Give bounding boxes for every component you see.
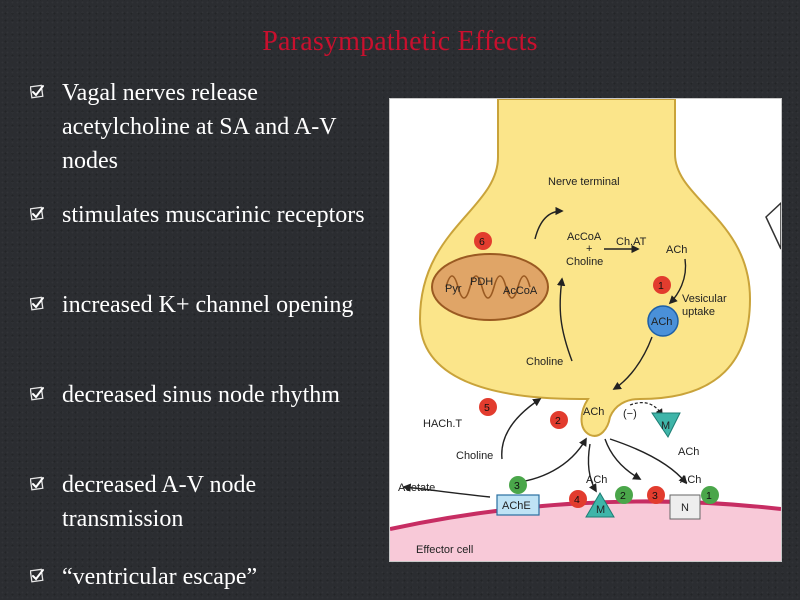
choline-top-label: Choline <box>566 256 603 268</box>
mito-accoa-label: AcCoA <box>503 285 538 297</box>
post-m-label: M <box>596 504 605 516</box>
step-1-badge: 1 <box>658 280 664 292</box>
step-2-badge: 2 <box>555 415 561 427</box>
bullet-text: decreased A-V node transmission <box>62 472 257 532</box>
hacht-label: HACh.T <box>423 418 462 430</box>
accoa-label: AcCoA <box>567 231 602 243</box>
step-3-badge: 3 <box>652 490 658 502</box>
nicotinic-receptor <box>669 494 701 520</box>
step-1-badge: 1 <box>706 490 712 502</box>
uptake-label: uptake <box>682 306 715 318</box>
checkbox-bullet-icon <box>30 296 44 311</box>
arrow-fragment-icon <box>765 201 781 250</box>
step-2-badge: 2 <box>620 490 626 502</box>
negative-feedback-label: (−) <box>623 408 637 420</box>
slide-title: Parasympathetic Effects <box>262 26 538 57</box>
step-5-badge: 5 <box>484 402 490 414</box>
checkbox-bullet-icon <box>30 206 44 221</box>
choline-mid-label: Choline <box>526 356 563 368</box>
release-ach-label: ACh <box>583 406 604 418</box>
mitochondrion <box>431 253 549 321</box>
ache-enzyme <box>496 494 540 516</box>
bullet-text: increased K+ channel opening <box>62 292 354 318</box>
pdh-label: PDH <box>470 276 493 288</box>
step-6-badge: 6 <box>479 236 485 248</box>
bullet-text: “ventricular escape” <box>62 564 258 590</box>
cholinergic-synapse-figure: Nerve terminal AcCoA + Choline Ch.AT ACh… <box>389 98 782 562</box>
nerve-terminal <box>418 99 752 437</box>
effector-cell-label: Effector cell <box>416 544 473 556</box>
post-n-label: N <box>681 502 689 514</box>
bullet-text: decreased sinus node rhythm <box>62 382 340 408</box>
bullet-list: Vagal nerves release acetylcholine at SA… <box>0 0 380 600</box>
ach-top-label: ACh <box>666 244 687 256</box>
step-3-badge: 3 <box>514 480 520 492</box>
checkbox-bullet-icon <box>30 84 44 99</box>
ach-cleft-label: ACh <box>586 474 607 486</box>
ache-label: AChE <box>502 500 531 512</box>
postsynaptic-m-receptor <box>585 492 615 518</box>
ach-right-label: ACh <box>678 446 699 458</box>
vesicular-label: Vesicular <box>682 293 727 305</box>
presynaptic-m-receptor <box>651 412 681 438</box>
pyr-label: Pyr <box>445 283 462 295</box>
checkbox-bullet-icon <box>30 476 44 491</box>
ach-cleft2-label: ACh <box>680 474 701 486</box>
checkbox-bullet-icon <box>30 386 44 401</box>
acetate-label: Acetate <box>398 482 435 494</box>
plus-label: + <box>586 243 592 255</box>
vesicle-ach-label: ACh <box>651 316 672 328</box>
mitochondrion-cristae <box>445 275 531 299</box>
bullet-text: stimulates muscarinic receptors <box>62 202 365 228</box>
checkbox-bullet-icon <box>30 568 44 583</box>
choline-low-label: Choline <box>456 450 493 462</box>
presyn-m-label: M <box>661 420 670 432</box>
step-4-badge: 4 <box>574 494 580 506</box>
synapse-diagram: Nerve terminal AcCoA + Choline Ch.AT ACh… <box>390 99 781 561</box>
nerve-terminal-label: Nerve terminal <box>548 176 620 188</box>
bullet-text: Vagal nerves release acetylcholine at SA… <box>62 80 337 174</box>
chat-label: Ch.AT <box>616 236 647 248</box>
vesicle <box>647 305 679 337</box>
